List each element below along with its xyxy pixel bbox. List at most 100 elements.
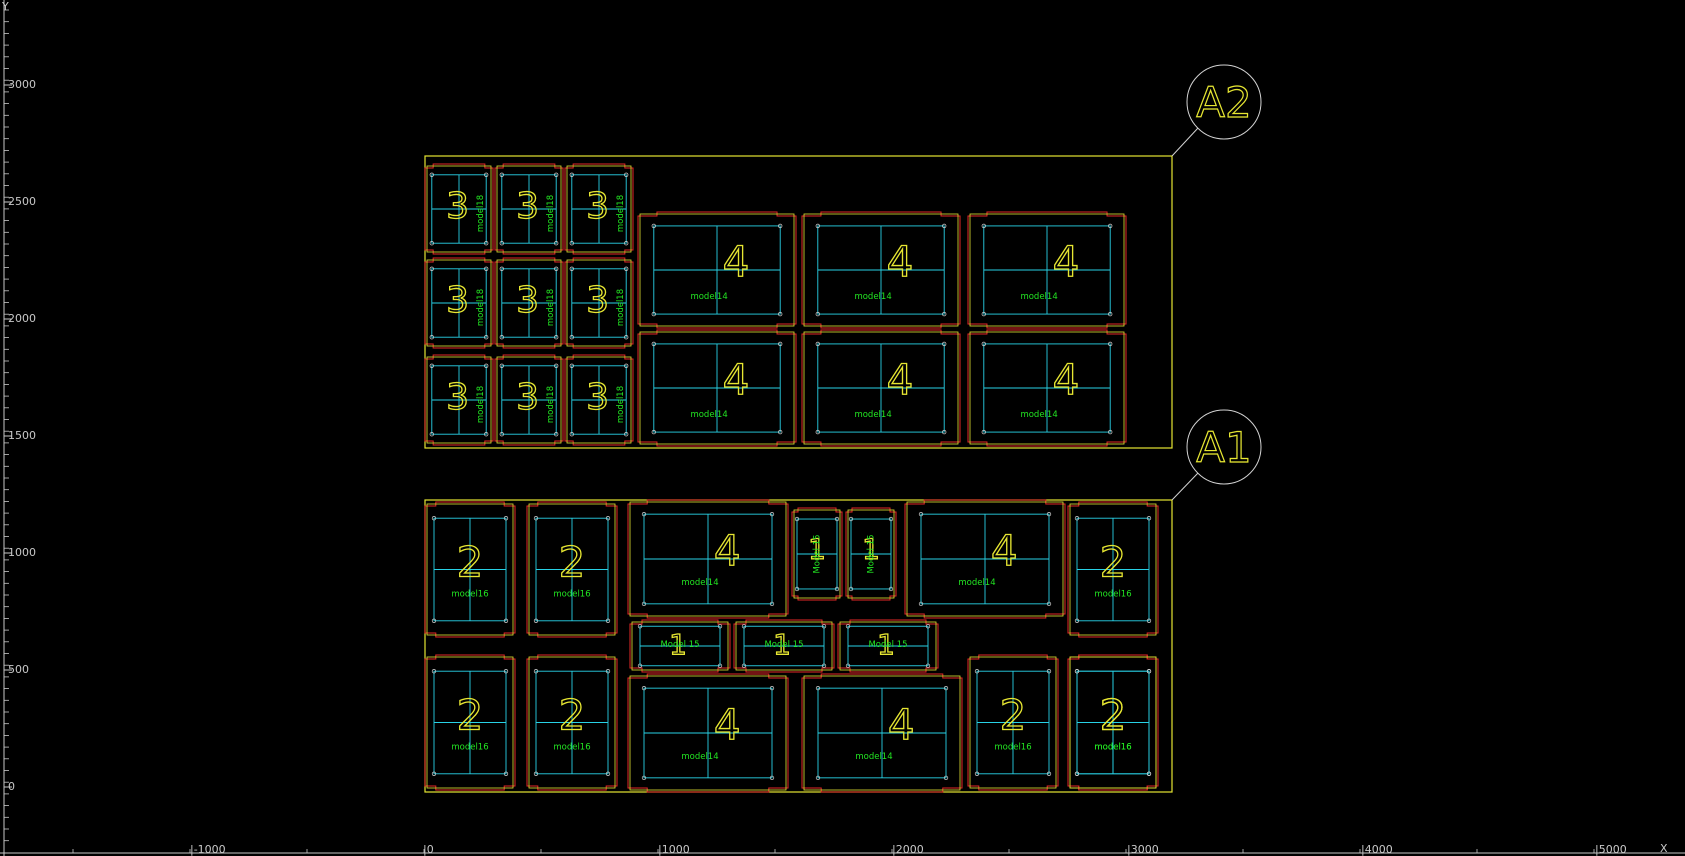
part-notch — [845, 663, 851, 668]
part-notch — [1046, 512, 1052, 517]
part-cut-outline — [424, 354, 494, 446]
part-cut-outline — [424, 654, 516, 791]
part-notch — [794, 586, 800, 592]
part-number: 4 — [887, 237, 914, 286]
part-notch — [815, 775, 821, 780]
part-notch — [429, 363, 434, 368]
sheet-callout-circle — [1186, 64, 1262, 140]
part-number: 4 — [714, 526, 741, 575]
part-inner-outline — [426, 165, 492, 253]
part-number: 1 — [773, 628, 791, 661]
part-cut-outline — [801, 673, 963, 793]
part-number: 2 — [1100, 537, 1127, 586]
part-cut-outline — [564, 354, 634, 446]
part-notch — [533, 669, 539, 674]
sheet-a1[interactable]: A1 — [424, 409, 1262, 793]
y-tick-label: 2500 — [8, 195, 36, 208]
part-notch — [769, 775, 775, 780]
part-notch — [918, 601, 924, 606]
part-notch — [641, 601, 647, 606]
part-notch — [637, 624, 643, 629]
part-notch — [848, 586, 854, 592]
part-inner-outline — [566, 259, 632, 347]
part-notch — [888, 516, 894, 522]
part-notch — [815, 686, 821, 691]
part-notch — [605, 618, 611, 623]
part-inner-outline — [496, 165, 562, 253]
part-inner-outline — [969, 213, 1125, 327]
part-inner-outline — [631, 621, 729, 671]
part-notch — [533, 618, 539, 623]
part-inner-outline — [969, 656, 1057, 789]
y-tick-label: 3000 — [8, 78, 36, 91]
part-cut-outline — [494, 354, 564, 446]
part-cut-outline — [837, 619, 939, 673]
part-cut-outline — [791, 507, 843, 601]
part-notch — [1074, 618, 1080, 623]
part-notch — [974, 669, 980, 674]
part-notch — [484, 335, 489, 340]
part-model-label: model16 — [553, 743, 590, 753]
part-cut-outline — [494, 257, 564, 349]
part-model-label: model18 — [476, 386, 486, 423]
part-notch — [848, 516, 854, 522]
part-inner-outline — [839, 621, 937, 671]
part-inner-outline — [803, 675, 961, 791]
part-notch — [569, 363, 574, 368]
part-notch — [429, 172, 434, 177]
part-notch — [769, 512, 775, 517]
part-notch — [717, 624, 723, 629]
part-notch — [641, 686, 647, 691]
sheet-a2[interactable]: A2 — [424, 64, 1262, 449]
part-cut-outline — [627, 673, 789, 793]
part-notch — [624, 266, 629, 271]
part-inner-outline — [906, 501, 1064, 617]
part-cut-outline — [424, 501, 516, 638]
sheet-label: A2 — [1196, 78, 1251, 127]
part-notch — [484, 432, 489, 437]
part-notch — [942, 429, 947, 435]
part-inner-outline — [426, 356, 492, 444]
x-tick-label: |1000 — [658, 843, 690, 856]
part-inner-outline — [496, 259, 562, 347]
part-notch — [815, 311, 820, 317]
part-notch — [834, 516, 840, 522]
part-model-label: Model 15 — [764, 640, 803, 650]
part-notch — [974, 771, 980, 776]
part-notch — [484, 266, 489, 271]
